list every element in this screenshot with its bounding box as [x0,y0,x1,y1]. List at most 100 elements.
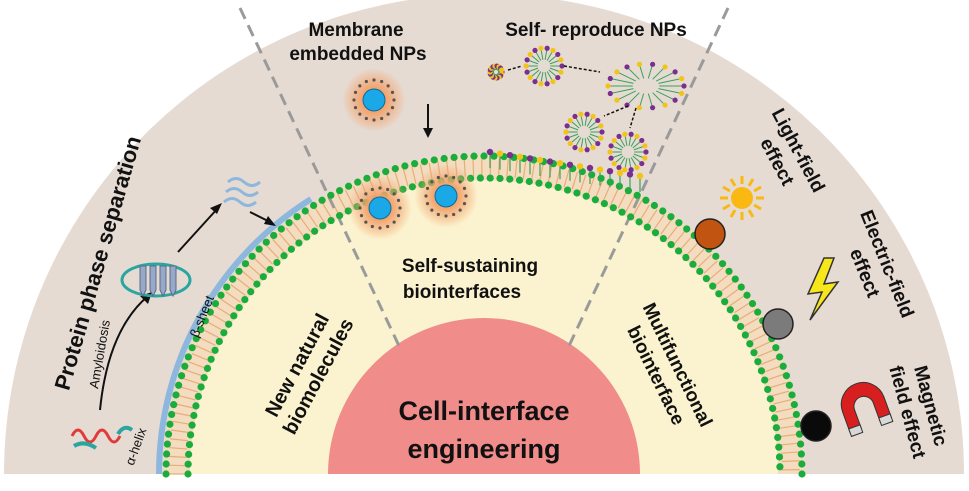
bead [163,460,170,467]
np-shell-dot [352,98,355,101]
micelle-head [642,156,647,161]
np-shell-dot [444,214,447,217]
micelle-head [545,81,550,86]
center-title-line2: engineering [407,434,560,464]
bead [302,207,309,214]
np-shell-dot [391,106,394,109]
micelle-head [595,141,600,146]
np-shell-dot [452,176,455,179]
np-shell-dot [380,117,383,120]
sun-disc [731,187,753,209]
bead [583,193,590,200]
np-shell-dot [424,194,427,197]
bead [163,450,170,457]
np-shell-dot [459,209,462,212]
np-shell-dot [358,113,361,116]
raft-head [617,170,623,176]
bead [712,253,719,260]
bead [652,229,659,236]
bead [175,382,182,389]
bead [798,460,805,467]
bead [208,356,215,363]
bead [319,222,326,229]
bead [382,168,389,175]
bead [431,156,438,163]
bead [767,395,774,402]
bead [164,440,171,447]
micelle-head [608,156,613,161]
bead [421,158,428,165]
bead [185,353,192,360]
raft-head [527,155,533,161]
bead [793,411,800,418]
bead [162,470,169,477]
micelle-head [643,149,648,154]
micelle-head [637,62,642,67]
bead [270,232,277,239]
bead [526,178,533,185]
np-shell-dot [464,194,467,197]
micelle-head [608,76,613,81]
bead [189,344,196,351]
np-shell-dot [380,80,383,83]
bead [667,241,674,248]
bead [242,260,249,267]
micelle-head [559,63,564,68]
np-shell-dot [452,213,455,216]
bead [211,347,218,354]
bead [616,183,623,190]
micelle-head [528,52,533,57]
raft-head [537,157,543,163]
micelle-head [639,161,644,166]
np-shell-dot [358,84,361,87]
micelle-head [578,112,583,117]
bead [327,192,334,199]
bead [411,160,418,167]
bead [642,197,649,204]
bead [392,165,399,172]
micelle-head [595,118,600,123]
bead [721,298,728,305]
micelle-head [550,48,555,53]
micelle-head [616,134,621,139]
bead [627,213,634,220]
bead [746,340,753,347]
light-sphere-icon [695,219,725,249]
bead [555,184,562,191]
bead [204,365,211,372]
np-shell-dot [426,202,429,205]
bead [776,353,783,360]
np-shell-dot [371,225,374,228]
np-shell-dot [437,213,440,216]
bead [783,372,790,379]
micelle-head [538,81,543,86]
bead [266,266,273,273]
micelle-head [523,63,528,68]
micelle-head [639,138,644,143]
bead [737,323,744,330]
micelle-head [568,118,573,123]
micelle-head [637,105,642,110]
inner-middle-line2: biointerfaces [403,282,521,303]
raft-head [557,160,563,166]
bead [185,451,192,458]
np-shell-dot [358,206,361,209]
micelle-head [634,165,639,170]
bead [601,200,608,207]
raft-head [517,154,523,160]
bead [625,187,632,194]
micelle-head [622,167,627,172]
np-shell-dot [386,225,389,228]
np-shell-dot [463,202,466,205]
bead [545,182,552,189]
micelle-head [662,102,667,107]
np-shell-dot [393,192,396,195]
bead [506,176,513,183]
micelle-head [608,91,613,96]
np-shell-dot [463,187,466,190]
np-shell-dot [378,186,381,189]
np-shell-dot [398,206,401,209]
raft-head [487,149,493,155]
bead [188,422,195,429]
micelle-head [528,75,533,80]
